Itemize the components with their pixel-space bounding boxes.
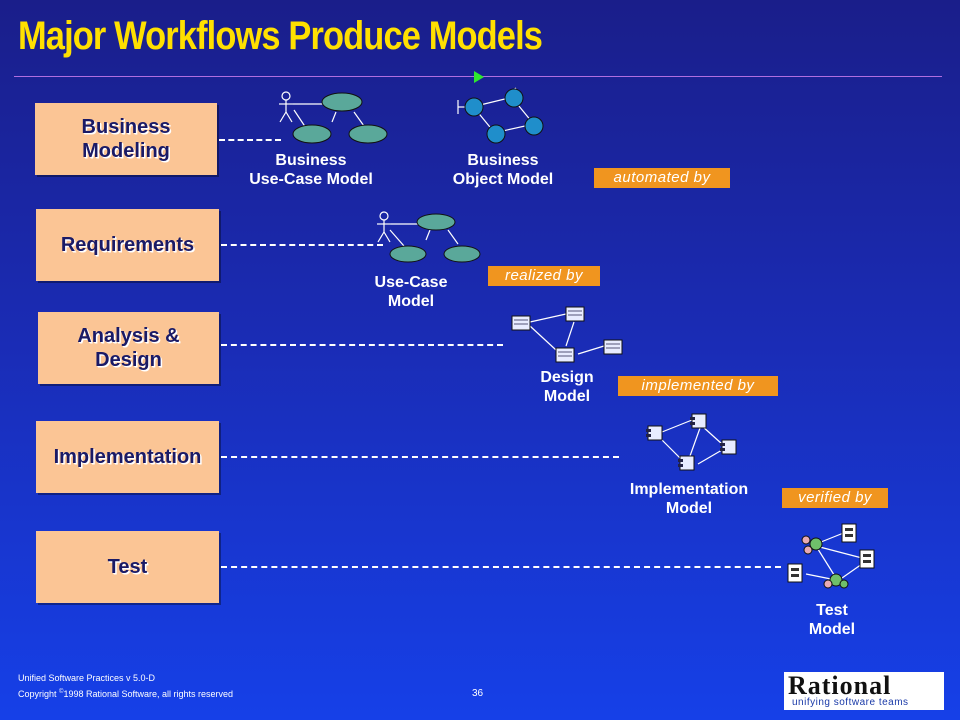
copyright-text: 1998 Rational Software, all rights reser…: [63, 689, 234, 699]
relation-tag-realized-by: realized by: [488, 266, 600, 286]
relation-tag-verified-by: verified by: [782, 488, 888, 508]
workflow-label: Requirements: [60, 234, 195, 256]
footer-info: Unified Software Practices v 5.0-D Copyr…: [18, 671, 233, 701]
use-case-diagram-icon: [279, 91, 388, 144]
relation-tag-implemented-by: implemented by: [618, 376, 778, 396]
connector-requirements: [221, 244, 383, 246]
slide-title: Major Workflows Produce Models: [18, 14, 543, 58]
class-diagram-icon: [511, 306, 623, 363]
workflow-label: Test: [107, 556, 148, 578]
footer-course-line: Unified Software Practices v 5.0-D: [18, 673, 156, 683]
model-label-test: Test Model: [808, 602, 856, 638]
logo-tagline: unifying software teams: [792, 697, 909, 708]
workflow-requirements: Requirements: [36, 209, 219, 281]
object-model-icon: [457, 87, 544, 144]
connector-business-modeling: [219, 139, 281, 141]
logo-wordmark: Rational: [788, 671, 892, 700]
use-case-diagram-icon: [377, 211, 481, 263]
model-label-business-use-case: Business Use-Case Model: [249, 152, 373, 188]
model-label-implementation: Implementation Model: [629, 481, 749, 517]
copyright-prefix: Copyright: [18, 689, 60, 699]
connector-test: [221, 566, 781, 568]
workflow-label: Analysis & Design: [77, 325, 180, 371]
workflow-implementation: Implementation: [36, 421, 219, 493]
relation-tag-automated-by: automated by: [594, 168, 730, 188]
workflow-test: Test: [36, 531, 219, 603]
workflow-label: Business Modeling: [81, 116, 171, 162]
model-label-use-case: Use-Case Model: [374, 274, 448, 310]
workflow-business-modeling: Business Modeling: [35, 103, 217, 175]
workflow-analysis-design: Analysis & Design: [38, 312, 219, 384]
workflow-label: Implementation: [53, 446, 202, 468]
footer-copyright-line: Copyright ©1998 Rational Software, all r…: [18, 685, 233, 701]
connector-implementation: [221, 456, 619, 458]
divider-arrow-marker: [474, 71, 484, 83]
rational-logo: Rational unifying software teams: [784, 672, 944, 710]
connector-analysis-design: [221, 344, 503, 346]
test-model-icon: [787, 523, 875, 589]
model-label-design: Design Model: [540, 369, 594, 405]
model-label-business-object: Business Object Model: [452, 152, 554, 188]
component-diagram-icon: [646, 413, 737, 471]
copyright-symbol: ©: [59, 689, 64, 695]
page-number: 36: [472, 688, 484, 699]
